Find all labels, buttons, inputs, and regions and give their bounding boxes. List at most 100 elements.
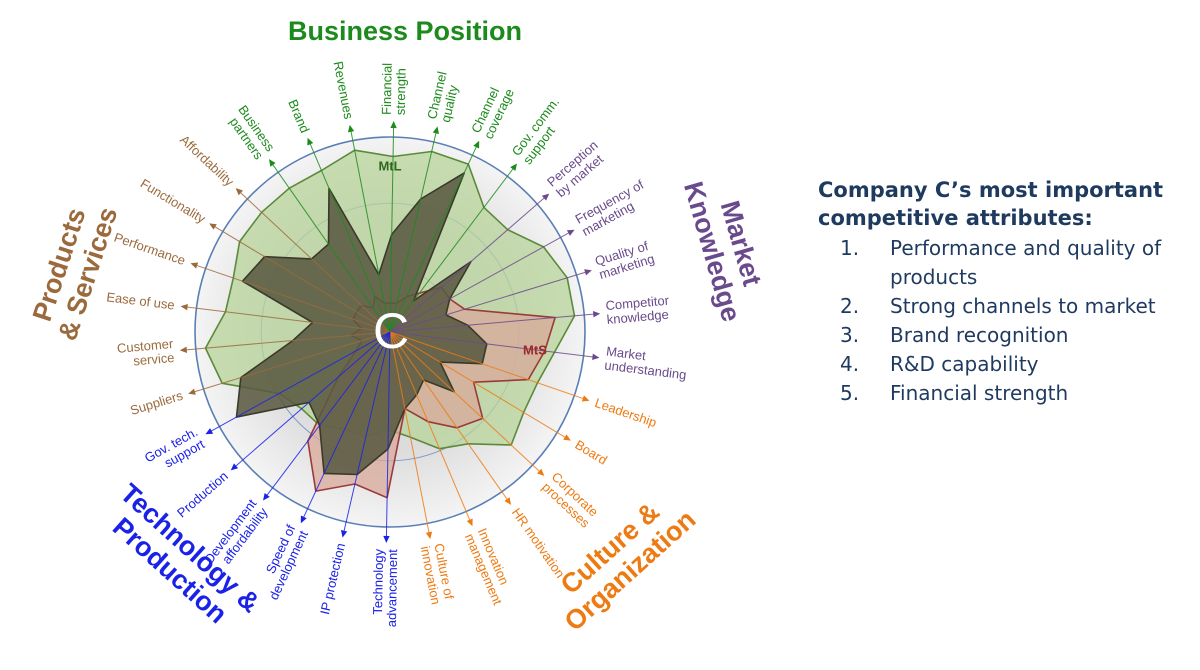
axis-arrowhead <box>592 311 601 318</box>
axis-label: Ease of use <box>106 289 176 312</box>
axis-spoke <box>389 194 549 333</box>
axis-spoke <box>342 331 391 536</box>
axis-label: Perceptionby market <box>544 138 610 201</box>
group-title-technology: Technology &Production <box>94 478 265 641</box>
axis-label: Suppliers <box>128 388 185 418</box>
axis-arrowhead <box>263 492 270 501</box>
axis-spoke <box>389 270 591 333</box>
axis-label: Frequency ofmarketing <box>573 177 654 239</box>
axis-label: Gov. tech.support <box>142 424 207 478</box>
axis-spoke <box>389 331 588 401</box>
attribute-number: 3. <box>840 323 860 347</box>
axis-arrowhead <box>188 388 196 395</box>
axis-arrowhead <box>390 121 397 129</box>
axis-spoke <box>231 331 391 470</box>
axis-arrowhead <box>190 262 199 269</box>
attribute-number: 2. <box>840 294 860 318</box>
axis-label-line: Competitor <box>605 293 670 314</box>
series-label-mtl: MtL <box>378 158 401 173</box>
axis-arrowhead <box>300 515 307 524</box>
axis-label: Businesspartners <box>224 102 278 162</box>
axis-arrowhead <box>541 193 550 201</box>
axis-arrowhead <box>307 137 314 146</box>
axis-spoke <box>389 164 517 333</box>
axis-arrowhead <box>340 530 348 538</box>
axis-arrowhead <box>537 468 545 476</box>
axis-arrowhead <box>209 223 217 230</box>
axis-arrowhead <box>425 531 433 540</box>
attribute-item: 5. Financial strength <box>818 379 1188 408</box>
axis-spoke <box>389 331 431 538</box>
attribute-number: 5. <box>840 381 860 405</box>
axis-arrowhead <box>268 159 276 167</box>
axis-label-line: knowledge <box>606 307 669 327</box>
group-title-products: Products& Services <box>24 194 124 344</box>
axis-label-line: understanding <box>604 357 688 382</box>
axis-label-line: Brand <box>285 97 312 135</box>
axis-label-line: Ease of use <box>106 289 176 312</box>
axis-spoke <box>389 331 473 525</box>
axis-label: Affordability <box>177 132 237 189</box>
attribute-number: 4. <box>840 352 860 376</box>
axis-label: IP protection <box>317 542 348 616</box>
axis-label: Innovationmanagement <box>462 526 518 608</box>
axis-spoke <box>210 223 391 333</box>
axis-spoke <box>192 263 391 333</box>
axis-label: Channelcoverage <box>468 80 517 141</box>
axis-spoke <box>236 189 391 333</box>
axis-label: Corporateprocesses <box>539 469 602 531</box>
axis-label: Leadership <box>593 395 659 430</box>
axis-label-line: Customer <box>116 336 174 356</box>
group-title-line: Business Position <box>288 16 522 46</box>
axis-spoke <box>389 128 438 333</box>
axis-label: Quality ofmarketing <box>593 238 656 282</box>
axis-label: HR motivation <box>509 505 568 580</box>
attributes-title: Company C’s most important competitive a… <box>818 178 1164 230</box>
axis-arrowhead <box>566 229 575 236</box>
axis-spoke <box>389 331 544 475</box>
axis-label-line: Leadership <box>593 395 659 430</box>
axis-spoke <box>181 331 391 351</box>
axis-arrowhead <box>592 353 600 361</box>
axis-spoke <box>389 142 479 333</box>
axis-spoke <box>182 306 391 333</box>
axis-spoke <box>389 331 511 504</box>
axis-label: Technologyadvancement <box>370 548 400 627</box>
axis-arrowhead <box>584 269 592 276</box>
axis-spoke <box>206 331 391 434</box>
axis-spoke <box>389 313 599 333</box>
axis-label: Board <box>572 437 609 468</box>
axis-label: Gov. comm.support <box>509 94 574 167</box>
axis-label-line: HR motivation <box>509 505 568 580</box>
axis-label-line: Financial <box>379 63 395 115</box>
axis-label-line: Technology <box>370 548 386 615</box>
axis-spoke <box>349 126 391 333</box>
axis-arrowhead <box>466 518 473 527</box>
axis-label-line: service <box>133 350 175 369</box>
axis-arrowhead <box>504 497 512 505</box>
attribute-item: 2. Strong channels to market <box>818 292 1188 321</box>
attribute-text: Financial strength <box>890 381 1069 405</box>
axis-arrowhead <box>383 535 390 543</box>
series-label-mts: MtS <box>523 343 547 358</box>
attribute-text: Strong channels to market <box>890 294 1156 318</box>
axis-arrowhead <box>179 346 188 353</box>
axis-label-line: Performance <box>112 230 187 268</box>
attribute-item: 1.Performance and quality of products <box>818 234 1188 292</box>
axis-label: Customerservice <box>116 336 175 370</box>
axis-label-line: Market <box>605 344 647 364</box>
competitive-attributes-panel: Company C’s most important competitive a… <box>818 176 1188 408</box>
attribute-number: 1. <box>840 236 860 260</box>
axis-label-line: Production <box>174 468 231 520</box>
axis-arrowhead <box>432 126 440 134</box>
axis-label: Performance <box>112 230 187 268</box>
attribute-text: R&D capability <box>890 352 1039 376</box>
axis-spoke <box>385 331 391 541</box>
axis-label: Marketunderstanding <box>604 344 689 383</box>
axis-spoke <box>269 160 391 333</box>
axis-label-line: strength <box>393 68 409 115</box>
axis-spoke <box>307 139 391 333</box>
axis-spoke <box>389 331 570 441</box>
group-title-market: MarketKnowledge <box>678 170 775 325</box>
